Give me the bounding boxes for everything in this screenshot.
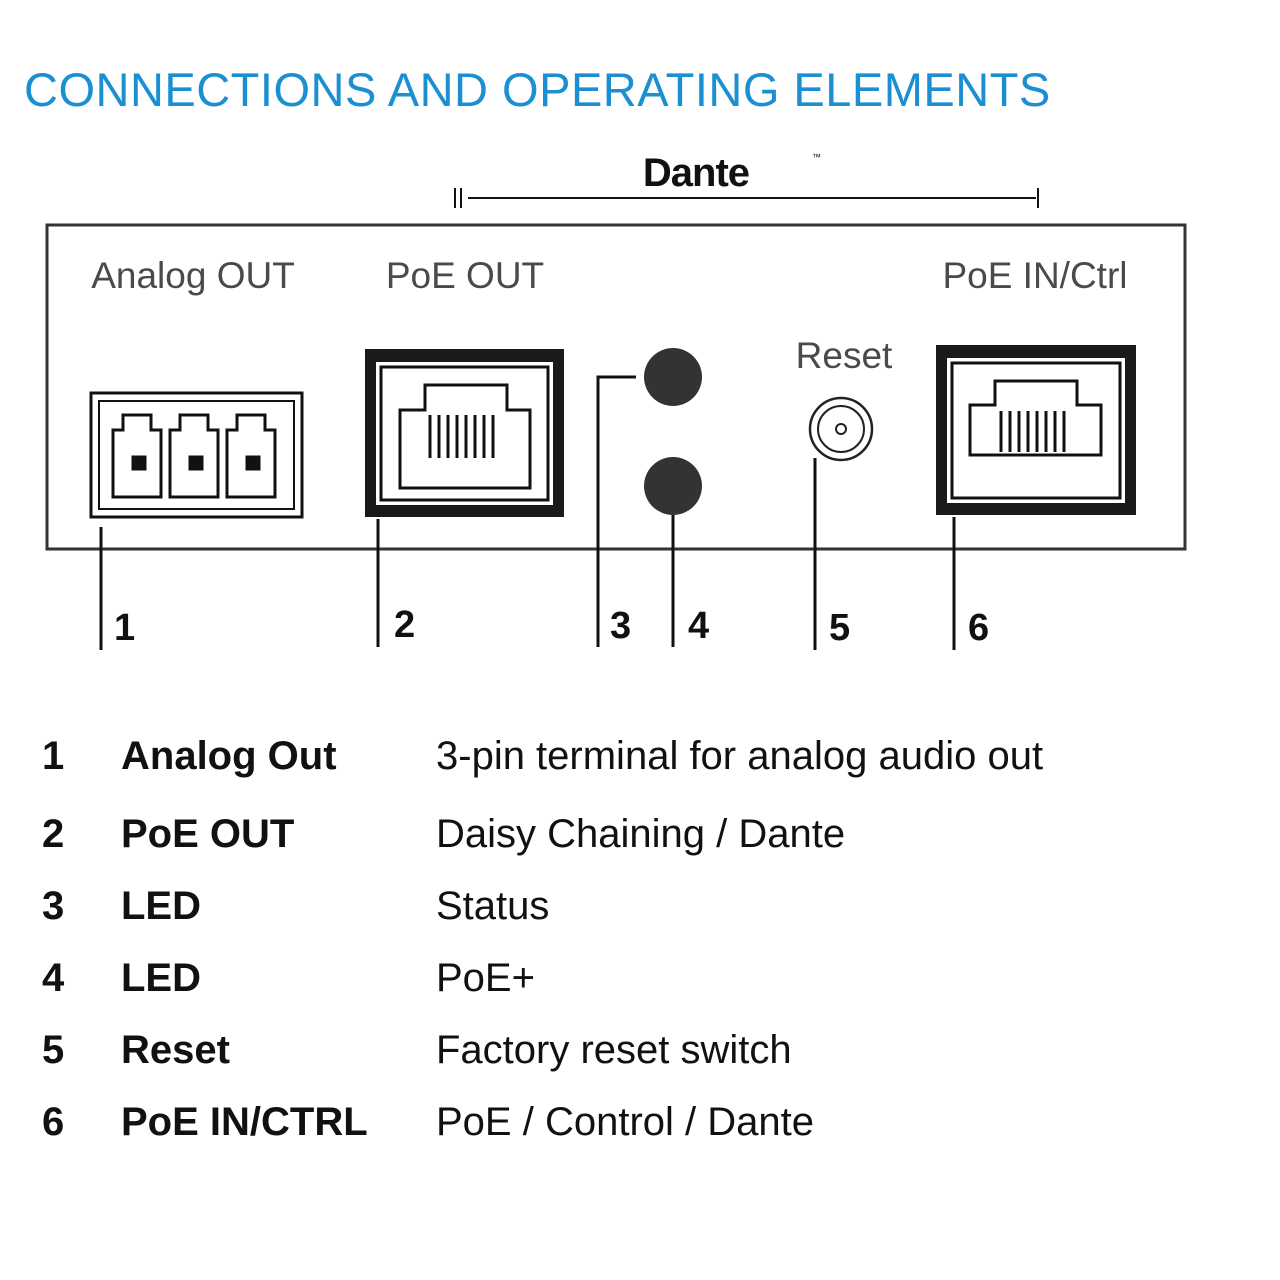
dante-trademark: ™	[812, 152, 821, 162]
status-led	[644, 348, 702, 406]
callout-5: 5	[829, 607, 850, 649]
poe-in-ctrl-label: PoE IN/Ctrl	[942, 255, 1127, 296]
callout-lines	[99, 375, 956, 650]
legend-number: 3	[42, 884, 65, 928]
callout-6: 6	[968, 607, 989, 649]
legend-description: 3-pin terminal for analog audio out	[436, 734, 1044, 778]
callout-3: 3	[610, 605, 631, 647]
legend-name: PoE IN/CTRL	[121, 1100, 368, 1144]
dante-logo: Dante ™	[643, 151, 821, 195]
legend-number: 6	[42, 1100, 65, 1144]
legend-number: 5	[42, 1028, 65, 1072]
poe-in-ctrl-rj45-port-icon	[936, 345, 1136, 515]
legend-description: Daisy Chaining / Dante	[436, 812, 846, 856]
legend-name: Reset	[121, 1028, 230, 1072]
legend-number: 1	[42, 734, 65, 778]
poe-plus-led	[644, 457, 702, 515]
poe-out-rj45-port-icon	[365, 349, 564, 517]
legend-description: Status	[436, 884, 550, 928]
terminal-pin-1	[111, 413, 163, 499]
legend-name: Analog Out	[121, 734, 337, 778]
analog-terminal-block-icon	[89, 391, 304, 519]
legend-name: PoE OUT	[121, 812, 295, 856]
dante-bracket	[454, 188, 1039, 208]
callout-4: 4	[688, 605, 709, 647]
terminal-pin-3	[225, 413, 277, 499]
legend-number: 4	[42, 956, 65, 1000]
page-title: CONNECTIONS AND OPERATING ELEMENTS	[24, 63, 1051, 116]
legend-description: Factory reset switch	[436, 1028, 792, 1072]
terminal-pin-2	[168, 413, 220, 499]
callout-1: 1	[114, 607, 135, 649]
analog-out-label: Analog OUT	[91, 255, 295, 296]
dante-logo-text: Dante	[643, 151, 749, 195]
poe-out-label: PoE OUT	[386, 255, 544, 296]
reset-switch-icon	[808, 396, 874, 462]
legend-name: LED	[121, 956, 201, 1000]
legend-description: PoE+	[436, 956, 535, 1000]
legend-description: PoE / Control / Dante	[436, 1100, 814, 1144]
legend-name: LED	[121, 884, 201, 928]
device-panel-diagram: Dante ™ Analog OUT PoE OUT PoE IN/Ctrl R…	[45, 151, 1187, 650]
callout-2: 2	[394, 604, 415, 646]
reset-label: Reset	[796, 335, 893, 376]
legend-number: 2	[42, 812, 65, 856]
